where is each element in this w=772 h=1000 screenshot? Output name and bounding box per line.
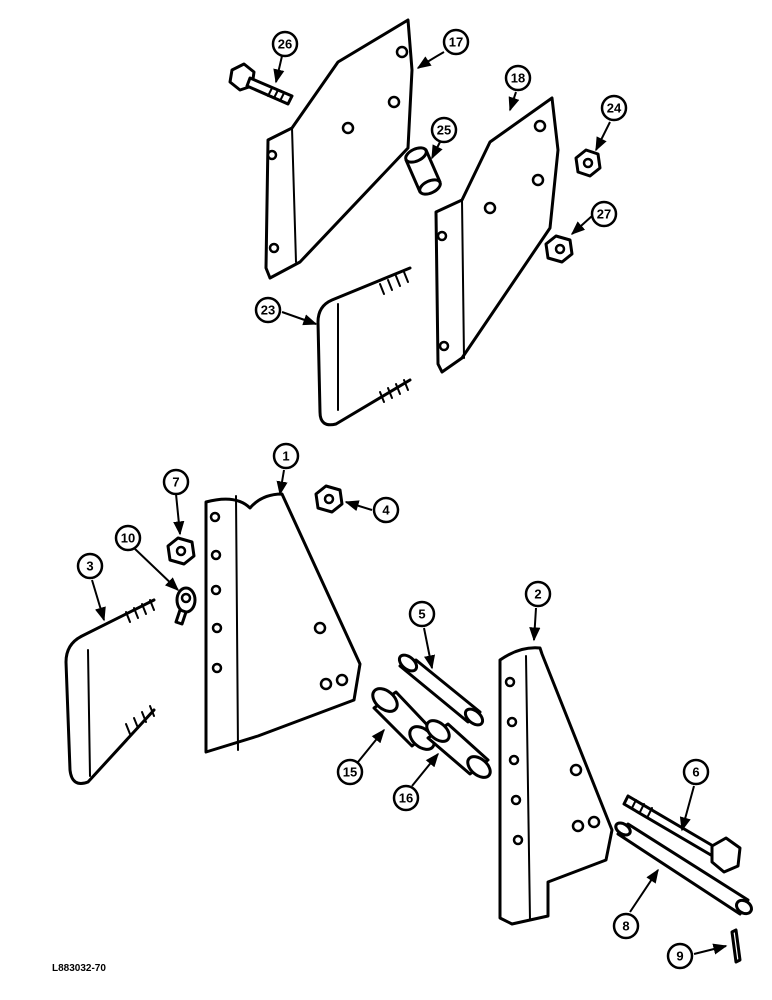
callout-18: 18 [504,64,532,92]
svg-text:17: 17 [449,35,463,50]
bracket-plate-17 [264,18,414,280]
svg-text:24: 24 [607,101,622,116]
callout-25: 25 [430,116,458,144]
u-bolt-3 [64,598,156,785]
nut-7 [166,536,196,566]
bolt-26 [228,62,294,106]
eye-clip-10 [174,586,197,626]
callout-4: 4 [372,496,400,524]
svg-text:1: 1 [282,449,289,464]
svg-text:18: 18 [511,71,525,86]
nut-24 [574,148,602,178]
u-bolt-23 [316,266,412,427]
callout-24: 24 [600,94,628,122]
svg-text:9: 9 [676,949,683,964]
svg-text:4: 4 [382,503,390,518]
callout-26: 26 [271,30,299,58]
callout-23: 23 [254,296,282,324]
svg-text:2: 2 [534,587,541,602]
callout-3: 3 [76,552,104,580]
svg-text:26: 26 [278,37,292,52]
mounting-bracket-1 [204,492,362,754]
svg-text:7: 7 [172,475,179,490]
svg-text:6: 6 [692,765,699,780]
svg-text:25: 25 [437,123,451,138]
callout-1: 1 [272,442,300,470]
callout-6: 6 [682,758,710,786]
pin-8 [614,821,753,916]
spacer-25 [404,146,442,196]
callout-17: 17 [442,28,470,56]
sleeve-5 [397,653,485,727]
callout-2: 2 [524,580,552,608]
svg-text:3: 3 [86,559,93,574]
bracket-plate-18 [434,96,560,374]
svg-text:27: 27 [597,207,611,222]
nut-4 [314,484,344,514]
nut-27 [544,234,574,264]
svg-text:16: 16 [399,791,413,806]
callout-16: 16 [392,784,420,812]
reference-code: L883032-70 [52,963,106,974]
svg-text:5: 5 [418,607,425,622]
svg-text:8: 8 [622,919,629,934]
svg-text:15: 15 [343,765,357,780]
svg-text:23: 23 [261,303,275,318]
callout-27: 27 [590,200,618,228]
cotter-pin-9 [730,928,742,964]
callout-15: 15 [336,758,364,786]
mounting-bracket-2 [498,646,614,926]
bushing-16 [425,719,492,779]
callout-7: 7 [162,468,190,496]
bolt-6 [622,794,742,874]
callout-8: 8 [612,912,640,940]
callout-9: 9 [666,942,694,970]
callout-10: 10 [114,524,142,552]
callout-5: 5 [408,600,436,628]
bushing-15 [371,687,436,751]
leader-lines [91,51,728,955]
svg-text:10: 10 [121,531,135,546]
